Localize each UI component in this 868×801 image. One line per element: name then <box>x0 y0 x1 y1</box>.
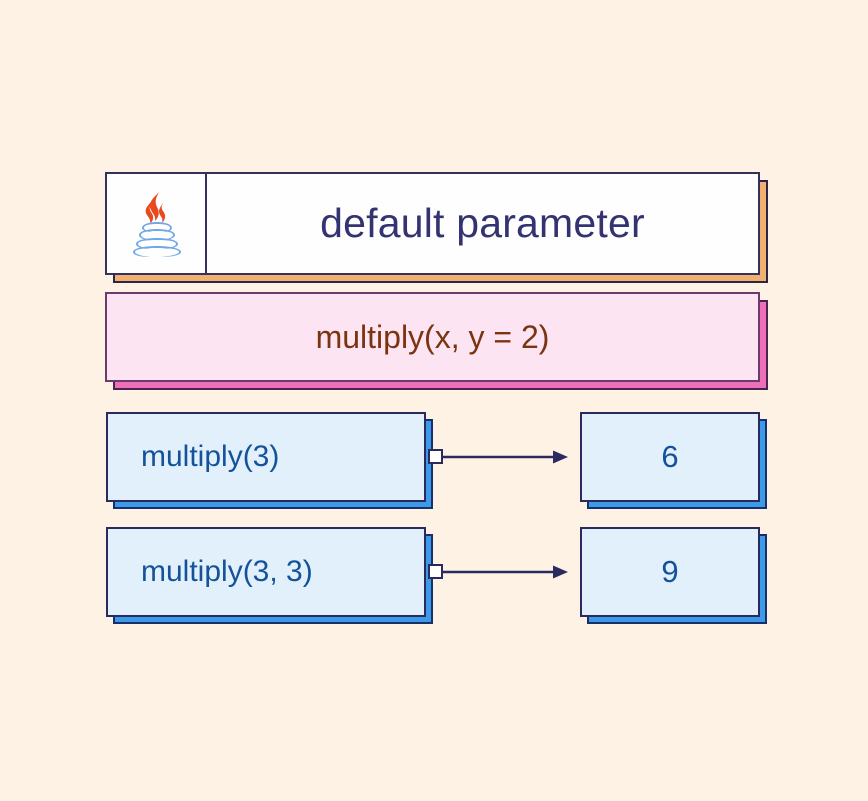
result-panel-2: 9 <box>580 527 767 624</box>
header-title-cell: default parameter <box>207 174 758 273</box>
call-panel-1: multiply(3) <box>106 412 433 509</box>
call-text-2: multiply(3, 3) <box>141 555 313 588</box>
call-box-1: multiply(3) <box>106 412 426 502</box>
signature-text: multiply(x, y = 2) <box>315 318 550 355</box>
connector-1 <box>428 442 568 472</box>
header-panel: default parameter <box>105 172 768 283</box>
page-title: default parameter <box>320 200 645 246</box>
call-box-2: multiply(3, 3) <box>106 527 426 617</box>
result-panel-1: 6 <box>580 412 767 509</box>
header-box: default parameter <box>105 172 760 275</box>
call-text-1: multiply(3) <box>141 440 280 473</box>
connector-2 <box>428 557 568 587</box>
java-logo-icon <box>126 188 186 260</box>
header-logo-cell <box>107 174 207 273</box>
result-box-1: 6 <box>580 412 760 502</box>
result-box-2: 9 <box>580 527 760 617</box>
arrow-right-icon <box>441 565 568 579</box>
function-signature-panel: multiply(x, y = 2) <box>105 292 768 390</box>
result-text-1: 6 <box>661 439 679 474</box>
call-panel-2: multiply(3, 3) <box>106 527 433 624</box>
result-text-2: 9 <box>661 554 679 589</box>
signature-box: multiply(x, y = 2) <box>105 292 760 382</box>
arrow-right-icon <box>441 450 568 464</box>
